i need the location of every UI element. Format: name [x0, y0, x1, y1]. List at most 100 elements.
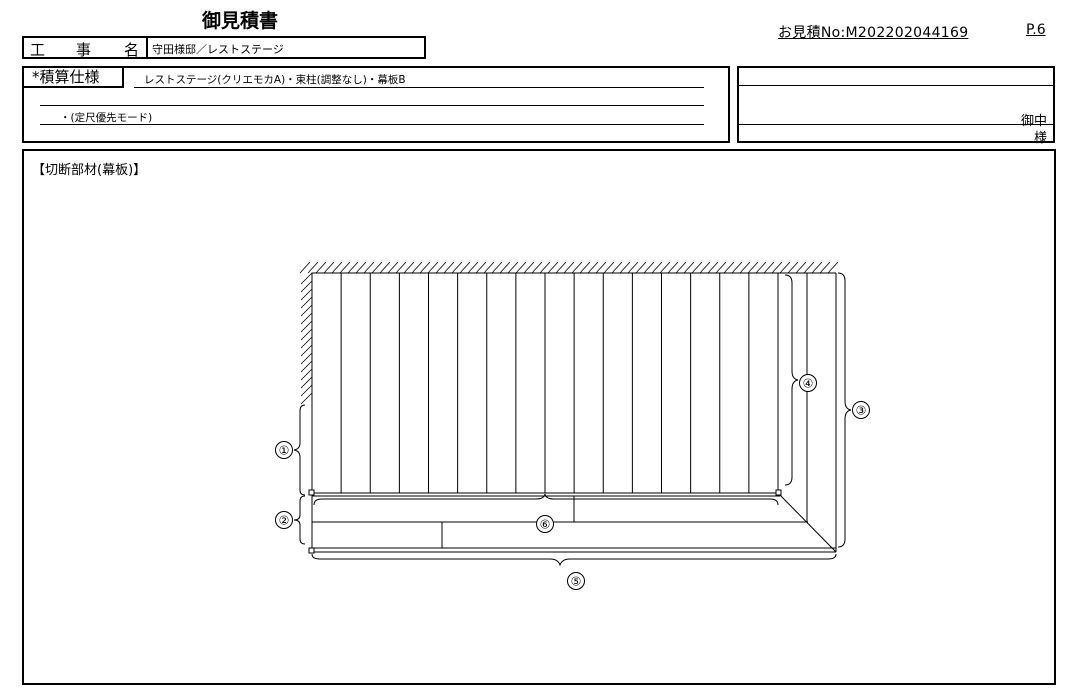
hatch-line	[307, 261, 319, 274]
hatch-line	[755, 261, 767, 274]
svg-text:④: ④	[803, 377, 814, 391]
dim-label-3: ③	[852, 401, 870, 419]
hatch-line	[323, 261, 335, 274]
client-sama: 様	[1033, 131, 1047, 146]
hatch-line	[547, 261, 559, 274]
hatch-line	[300, 376, 313, 389]
hatch-line	[827, 261, 839, 274]
hatch-line	[691, 261, 703, 274]
hatch-line	[411, 261, 423, 274]
deck-boards	[340, 273, 750, 493]
client-divider-2	[739, 124, 1053, 125]
hatch-line	[459, 261, 471, 274]
cut-parts-panel: 【切断部材(幕板)】	[22, 149, 1056, 685]
hatch-line	[603, 261, 615, 274]
wall-hatching-left	[300, 272, 313, 405]
estimate-spec-label: *積算仕様	[24, 68, 124, 88]
hatch-line	[515, 261, 527, 274]
project-label-char-3: 名	[124, 41, 140, 59]
hatch-line	[795, 261, 807, 274]
estimate-spec-line-2: ・(定尺優先モード)	[60, 112, 153, 124]
hatch-line	[300, 360, 313, 373]
post-left-bottom	[308, 547, 315, 554]
spec-underline-3	[40, 124, 704, 125]
dim-label-1: ①	[275, 441, 293, 459]
dimension-labels: ① ② ③ ④ ⑤ ⑥	[275, 374, 870, 590]
hatch-line	[355, 261, 367, 274]
hatch-line	[315, 261, 327, 274]
dim-label-4: ④	[799, 374, 817, 392]
spec-underline-1	[134, 87, 704, 88]
hatch-line	[683, 261, 695, 274]
hatch-line	[331, 261, 343, 274]
document-title: 御見積書	[201, 10, 278, 32]
brace-6	[313, 493, 779, 506]
hatch-line	[779, 261, 791, 274]
svg-text:⑤: ⑤	[571, 575, 582, 589]
estimate-spec-box: *積算仕様 レストステージ(クリエモカA)・束柱(調整なし)・幕板B ・(定尺優…	[22, 66, 730, 143]
project-name-label: 工 事 名	[24, 38, 148, 59]
quote-number: お見積No:M202202044169	[778, 25, 969, 41]
hatch-line	[619, 261, 631, 274]
hatch-line	[651, 261, 663, 274]
client-divider-1	[739, 85, 1053, 86]
project-name-value: 守田様邸／レストステージ	[152, 43, 284, 56]
hatch-line	[699, 261, 711, 274]
brace-4	[784, 274, 799, 486]
hatch-line	[739, 261, 751, 274]
hatch-line	[659, 261, 671, 274]
corner-posts	[308, 489, 782, 554]
estimate-spec-line-1: レストステージ(クリエモカA)・束柱(調整なし)・幕板B	[144, 74, 406, 86]
corner-miter-diagonal	[777, 492, 837, 553]
hatch-line	[787, 261, 799, 274]
svg-text:③: ③	[856, 404, 867, 418]
hatch-line	[595, 261, 607, 274]
brace-1	[293, 404, 306, 496]
hatch-line	[531, 261, 543, 274]
hatch-line	[571, 261, 583, 274]
hatch-line	[300, 352, 313, 365]
hatch-line	[723, 261, 735, 274]
hatch-line	[499, 261, 511, 274]
hatch-line	[395, 261, 407, 274]
svg-text:⑥: ⑥	[540, 518, 551, 532]
hatch-line	[300, 368, 313, 381]
svg-text:①: ①	[279, 444, 290, 458]
hatch-line	[803, 261, 815, 274]
hatch-line	[731, 261, 743, 274]
client-onchu: 御中	[1020, 114, 1047, 129]
hatch-line	[299, 261, 311, 274]
hatch-line	[507, 261, 519, 274]
hatch-line	[300, 288, 313, 301]
hatch-line	[300, 296, 313, 309]
hatch-line	[443, 261, 455, 274]
hatch-line	[435, 261, 447, 274]
project-label-char-2: 事	[76, 41, 92, 59]
hatch-line	[771, 261, 783, 274]
hatch-line	[300, 272, 313, 285]
hatch-line	[707, 261, 719, 274]
hatch-line	[579, 261, 591, 274]
post-left-top	[308, 489, 315, 496]
hatch-line	[539, 261, 551, 274]
hatch-line	[339, 261, 351, 274]
wall-hatching-top	[299, 261, 839, 274]
hatch-line	[635, 261, 647, 274]
project-label-char-1: 工	[30, 41, 46, 59]
hatch-line	[300, 312, 313, 325]
section-title: 【切断部材(幕板)】	[32, 163, 147, 178]
brace-5	[311, 553, 837, 567]
hatch-line	[427, 261, 439, 274]
hatch-line	[611, 261, 623, 274]
hatch-line	[371, 261, 383, 274]
hatch-line	[300, 304, 313, 317]
hatch-line	[627, 261, 639, 274]
hatch-line	[483, 261, 495, 274]
hatch-line	[451, 261, 463, 274]
hatch-line	[587, 261, 599, 274]
hatch-line	[363, 261, 375, 274]
hatch-line	[763, 261, 775, 274]
page-number: P.6	[1026, 22, 1046, 38]
hatch-line	[347, 261, 359, 274]
